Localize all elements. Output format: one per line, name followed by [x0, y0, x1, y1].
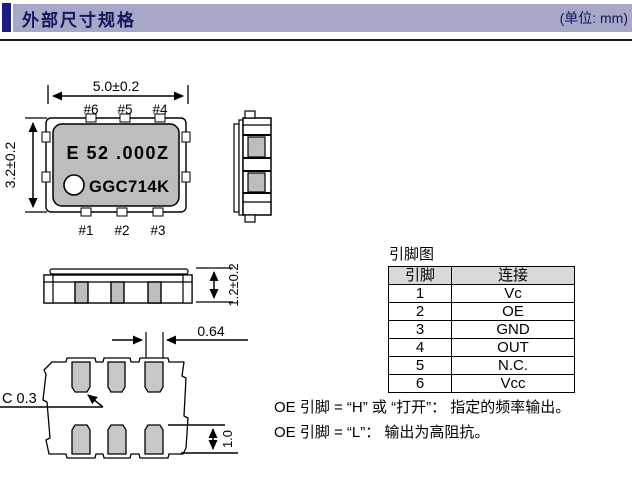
pin-table-header-row: 引脚 连接 [388, 266, 575, 285]
pin-connection: OE [451, 302, 575, 321]
front-view: 1.2±0.2 [43, 263, 241, 307]
dimension-thickness: 1.2±0.2 [196, 263, 241, 307]
body-height-dim-label: 3.2±0.2 [2, 141, 18, 188]
header-bar: 外部尺寸规格 (单位: mm) [13, 4, 632, 32]
pin-table-row: 2 OE [388, 302, 575, 321]
top-view: 5.0±0.2 #6 #5 #4 [2, 78, 191, 238]
dimension-body-height: 3.2±0.2 [2, 117, 47, 213]
pad-width-dim-label: 0.64 [197, 323, 224, 339]
pin-column-header: 引脚 [388, 266, 452, 285]
land-pattern-view: 0.64 C 0.3 [0, 323, 248, 459]
pin-label-5: #5 [117, 102, 132, 117]
pin-assignment-section: 引脚图 引脚 连接 1 Vc 2 OE 3 GND [388, 243, 575, 393]
dimension-drawings: 5.0±0.2 #6 #5 #4 [0, 78, 272, 459]
package-outline [41, 113, 191, 217]
thickness-dim-label: 1.2±0.2 [226, 263, 241, 306]
pin-number: 2 [388, 302, 452, 321]
pin-number: 6 [388, 374, 452, 393]
chamfer-label: C 0.3 [2, 391, 37, 407]
pin-label-6: #6 [83, 102, 98, 117]
pad-top-2 [107, 361, 126, 393]
body-width-dim-label: 5.0±0.2 [93, 78, 140, 94]
pin-number: 3 [388, 320, 452, 339]
dimension-pad-length: 1.0 [168, 424, 238, 454]
pin-table: 引脚 连接 1 Vc 2 OE 3 GND 4 [388, 266, 575, 393]
pad-top-1 [71, 361, 91, 393]
marking-lot-code: GGC714K [89, 178, 170, 196]
pin-table-row: 1 Vc [388, 284, 575, 303]
dimension-body-width: 5.0±0.2 [47, 78, 189, 104]
pin-connection: OUT [451, 338, 575, 357]
page-title: 外部尺寸规格 [22, 10, 136, 30]
pin-label-3: #3 [150, 223, 165, 238]
pad-bottom-2 [107, 424, 127, 455]
pin-table-row: 6 Vcc [388, 374, 575, 393]
marking-frequency: E 52 .000Z [66, 143, 169, 163]
pad-bottom-1 [71, 424, 91, 455]
connection-column-header: 连接 [451, 266, 575, 285]
pad-length-dim-label: 1.0 [220, 430, 235, 448]
pin-table-title: 引脚图 [389, 246, 435, 263]
pin-table-row: 4 OUT [388, 338, 575, 357]
pin-number: 5 [388, 356, 452, 375]
pin-label-2: #2 [114, 223, 129, 238]
side-view [233, 110, 272, 223]
header-accent-block [2, 3, 11, 32]
pin-label-4: #4 [152, 102, 168, 117]
pin-number: 4 [388, 338, 452, 357]
pad-top-3 [144, 361, 164, 393]
pin1-marker-circle [63, 174, 85, 196]
pin-connection: Vcc [451, 374, 575, 393]
oe-function-notes: OE 引脚 = “H” 或 “打开”： 指定的频率输出。 OE 引脚 = “L”… [274, 395, 630, 445]
pin-table-row: 5 N.C. [388, 356, 575, 375]
unit-label: (单位: mm) [559, 10, 628, 26]
oe-note-high: OE 引脚 = “H” 或 “打开”： 指定的频率输出。 [274, 399, 571, 416]
pin-connection: GND [451, 320, 575, 339]
pin-label-1: #1 [78, 223, 93, 238]
chamfer-callout: C 0.3 [0, 391, 104, 408]
header-divider-rule [0, 39, 632, 41]
pin-connection: Vc [451, 284, 575, 303]
oe-note-low: OE 引脚 = “L”： 输出为高阻抗。 [274, 424, 490, 441]
pin-number: 1 [388, 284, 452, 303]
pad-bottom-3 [144, 424, 164, 455]
pin-connection: N.C. [451, 356, 575, 375]
dimension-pad-width: 0.64 [112, 323, 248, 368]
pin-table-row: 3 GND [388, 320, 575, 339]
